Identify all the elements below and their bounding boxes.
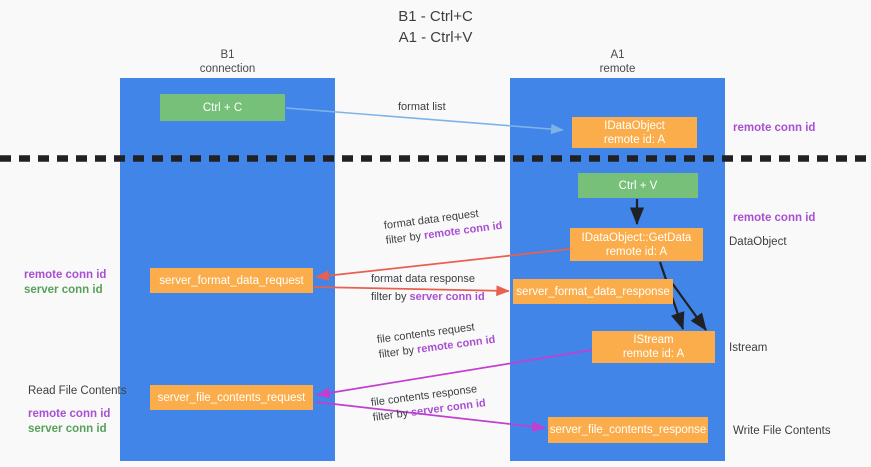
label-remote-conn-id-top: remote conn id [733, 122, 816, 134]
node-getdata-sub: remote id: A [605, 245, 668, 258]
node-getdata-label: IDataObject::GetData [581, 231, 692, 244]
label-read-file-contents: Read File Contents [28, 385, 127, 397]
edge-label-fdresp-prefix: filter by [371, 291, 410, 303]
edge-label-file-contents-response: file contents response filter by server … [370, 381, 487, 426]
node-server-format-data-response[interactable]: server_format_data_response [513, 279, 673, 304]
node-sfcresp-label: server_file_contents_response [549, 424, 707, 436]
node-ctrl-v-label: Ctrl + V [618, 179, 658, 192]
node-idataobject-getdata[interactable]: IDataObject::GetData remote id: A [570, 228, 703, 261]
label-server-conn-id-1: server conn id [24, 284, 103, 296]
label-group-conn-ids-1: remote conn id server conn id [24, 268, 106, 298]
edge-label-format-list-line1: format list [398, 101, 446, 113]
label-group-read-file-contents: Read File Contents remote conn id server… [28, 384, 126, 437]
node-server-file-contents-request[interactable]: server_file_contents_request [150, 385, 313, 410]
node-istream-label: IStream [633, 334, 674, 346]
edge-label-format-data-request: format data request filter by remote con… [383, 204, 503, 249]
node-sfcreq-label: server_file_contents_request [157, 391, 306, 404]
phase-divider [0, 155, 871, 162]
edge-label-fcresp-prefix: filter by [372, 406, 412, 424]
lane-header-b1: B1 connection [199, 49, 256, 75]
node-idataobject-label: IDataObject [604, 119, 665, 132]
label-remote-conn-id-mid: remote conn id [733, 212, 816, 224]
node-istream-sub: remote id: A [622, 348, 685, 360]
node-server-format-data-request[interactable]: server_format_data_request [150, 268, 313, 293]
label-dataobject: DataObject [729, 236, 787, 248]
label-remote-conn-id-1: remote conn id [24, 269, 107, 281]
label-remote-conn-id-2: remote conn id [28, 408, 111, 420]
node-ctrl-c[interactable]: Ctrl + C [160, 94, 285, 121]
edge-label-format-data-response: format data response filter by server co… [371, 272, 485, 305]
edge-label-fdreq-prefix: filter by [385, 229, 425, 247]
node-sfdreq-label: server_format_data_request [159, 274, 304, 287]
edge-label-fdresp-line2: filter by server conn id [371, 290, 485, 305]
label-write-file-contents: Write File Contents [733, 425, 831, 437]
page-title: B1 - Ctrl+C A1 - Ctrl+V [398, 8, 473, 46]
label-istream: Istream [729, 342, 768, 354]
edge-label-fdresp-line1: format data response [371, 273, 475, 285]
node-idataobject[interactable]: IDataObject remote id: A [572, 117, 697, 148]
node-ctrl-v[interactable]: Ctrl + V [578, 173, 698, 198]
label-server-conn-id-2: server conn id [28, 423, 107, 435]
node-istream[interactable]: IStream remote id: A [592, 331, 715, 363]
edge-label-fdresp-key: server conn id [409, 291, 485, 303]
lane-header-a1: A1 remote [599, 49, 636, 75]
edge-label-fcreq-prefix: filter by [378, 343, 418, 361]
node-idataobject-sub: remote id: A [603, 133, 666, 146]
edge-label-format-list: format list [398, 100, 446, 115]
node-server-file-contents-response[interactable]: server_file_contents_response [548, 417, 708, 443]
node-sfdresp-label: server_format_data_response [516, 285, 670, 298]
node-ctrl-c-label: Ctrl + C [202, 101, 243, 114]
edge-label-file-contents-request: file contents request filter by remote c… [376, 318, 496, 363]
